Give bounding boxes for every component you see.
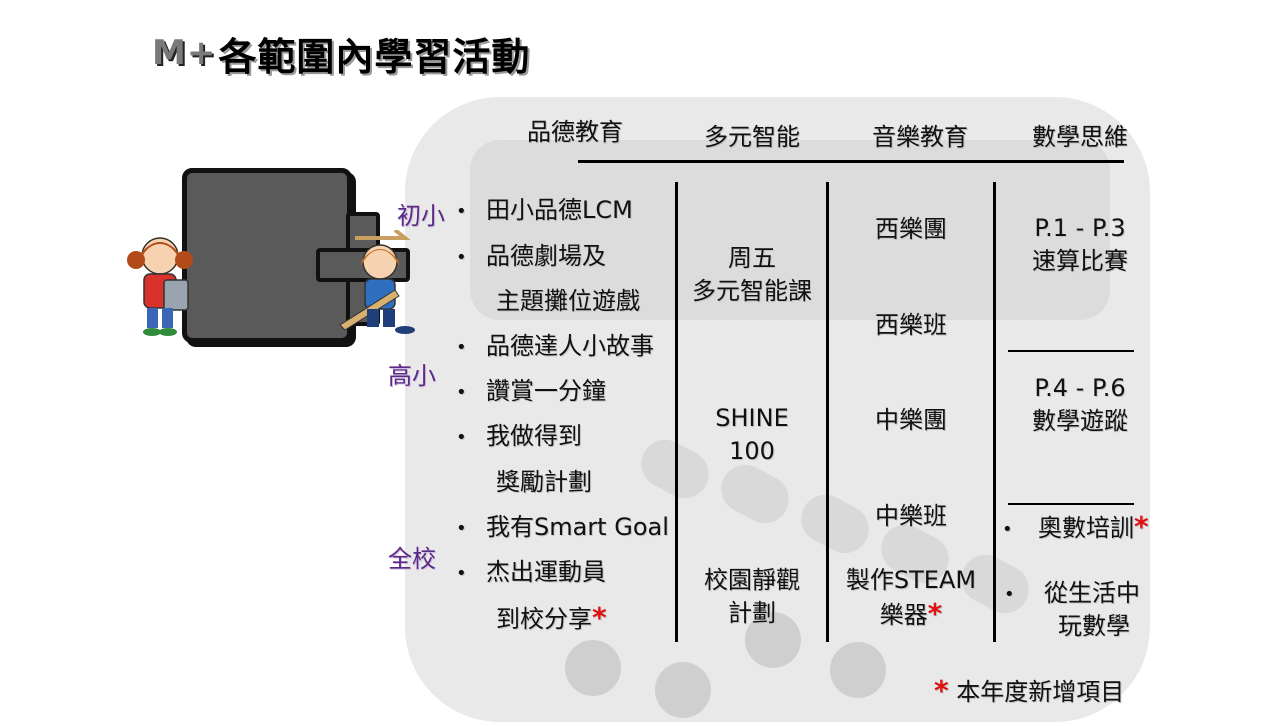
moral-list-item: •我有Smart Goal [456, 513, 669, 541]
column-divider [993, 182, 996, 642]
new-item-star: * [1134, 510, 1149, 543]
column-header-moral: 品德教育 [527, 118, 623, 146]
moral-list-item: •田小品德LCM [456, 196, 633, 224]
moral-list-item: •讚賞一分鐘 [456, 377, 606, 405]
girl-with-ruler-illustration [339, 230, 415, 334]
moral-list-item-continued: 獎勵計劃 [496, 468, 592, 496]
moral-list-item-continued: 主題攤位遊戲 [496, 287, 640, 315]
moral-list-item: •品德劇場及 [456, 242, 606, 270]
music-chinese-orchestra: 中樂團 [875, 406, 947, 434]
music-steam-instrument: 製作STEAM 樂器* [845, 566, 977, 630]
calculator-screen-watermark [470, 140, 1110, 320]
moral-list-item: •品德達人小故事 [456, 332, 654, 360]
level-label-whole-school: 全校 [388, 545, 436, 573]
music-western-class: 西樂班 [875, 311, 947, 339]
girl-with-calculator-illustration [127, 237, 193, 336]
multi-friday-class: 周五多元智能課 [692, 244, 812, 305]
footnote: * 本年度新增項目 [934, 672, 1124, 707]
column-header-music: 音樂教育 [872, 123, 968, 151]
math-row-divider [1008, 350, 1134, 352]
footnote-text: 本年度新增項目 [956, 678, 1125, 706]
page-title: M+ 各範圍內學習活動 [152, 28, 531, 79]
column-divider [675, 182, 678, 642]
column-header-multiple-intelligence: 多元智能 [704, 123, 800, 151]
level-label-senior: 高小 [388, 362, 436, 390]
multi-mindfulness-plan: 校園靜觀計劃 [704, 566, 800, 627]
music-chinese-class: 中樂班 [875, 502, 947, 530]
column-header-math: 數學思維 [1032, 123, 1128, 151]
footnote-star: * [934, 674, 949, 707]
mplus-logo-graphic [120, 160, 420, 350]
math-play-from-life: •從生活中 [1004, 579, 1140, 607]
new-item-star: * [927, 597, 943, 630]
column-divider [826, 182, 829, 642]
title-text: 各範圍內學習活動 [218, 34, 531, 79]
music-western-orchestra: 西樂團 [875, 215, 947, 243]
title-badge: M+ [152, 33, 217, 73]
math-olympiad-training: •奧數培訓* [1002, 510, 1149, 543]
math-row-divider [1008, 503, 1134, 505]
new-item-star: * [592, 601, 607, 634]
moral-list-item-continued: 到校分享* [496, 601, 607, 634]
moral-list-item: •我做得到 [456, 422, 582, 450]
math-play-from-life-continued: 玩數學 [1058, 612, 1130, 640]
moral-list-item: •杰出運動員 [456, 558, 606, 586]
header-divider [578, 160, 1124, 163]
level-label-junior: 初小 [397, 202, 445, 230]
